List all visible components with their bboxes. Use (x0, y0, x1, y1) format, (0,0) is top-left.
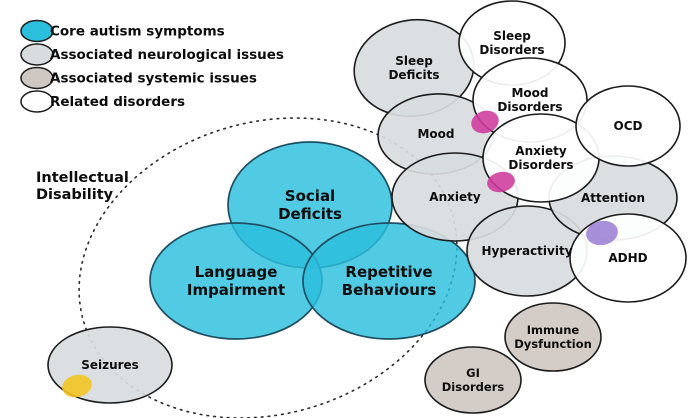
label-line-1: Sleep (493, 28, 531, 42)
label-line-1: Sleep (395, 53, 433, 67)
label-line-1: Language (195, 263, 278, 281)
label-line-1: Social (285, 187, 335, 205)
ellipse-ocd[interactable] (575, 85, 681, 167)
legend-item-label: Associated systemic issues (50, 71, 257, 87)
label-line-1: GI (466, 366, 480, 380)
label-line-1: Repetitive (345, 263, 432, 281)
magenta-overlap-marker (487, 171, 515, 193)
label-mood: Mood (417, 127, 454, 141)
label-line-2: Dysfunction (514, 336, 592, 350)
free-label-line-1: Intellectual (36, 170, 129, 186)
label-line-1: Attention (581, 191, 645, 205)
legend-item-2[interactable]: Associated systemic issues (20, 66, 257, 90)
ellipse-immune-dysfunction[interactable] (504, 302, 602, 372)
overlap-markers-layer (62, 110, 618, 398)
magenta-overlap-marker (471, 110, 499, 134)
label-line-1: Anxiety (429, 190, 481, 204)
label-line-1: ADHD (608, 251, 647, 265)
ellipse-nodes-layer (47, 0, 687, 414)
label-line-2: Deficits (278, 204, 342, 222)
label-line-2: Impairment (187, 280, 285, 298)
label-line-2: Disorders (497, 100, 562, 114)
label-anxiety: Anxiety (429, 190, 481, 204)
label-line-1: Hyperactivity (481, 244, 572, 258)
legend-item-label: Core autism symptoms (50, 24, 225, 40)
label-line-2: Behaviours (342, 280, 437, 298)
label-line-1: Mood (511, 85, 548, 99)
label-line-1: Anxiety (515, 143, 567, 157)
legend-item-label: Associated neurological issues (50, 47, 284, 63)
label-line-2: Deficits (388, 68, 439, 82)
label-line-1: Seizures (81, 358, 139, 372)
ellipse-swatch-icon (20, 19, 54, 43)
label-seizures: Seizures (81, 358, 139, 372)
legend-item-0[interactable]: Core autism symptoms (20, 19, 225, 43)
label-line-2: Disorders (508, 158, 573, 172)
label-hyperactivity: Hyperactivity (481, 244, 572, 258)
free-label-line-2: Disability (36, 187, 114, 203)
ellipse-swatch-icon (20, 66, 54, 90)
label-line-2: Disorders (479, 43, 544, 57)
legend-item-label: Related disorders (50, 94, 185, 110)
yellow-overlap-marker (62, 374, 92, 398)
label-ocd: OCD (614, 119, 643, 133)
label-line-1: OCD (614, 119, 643, 133)
legend-item-3[interactable]: Related disorders (20, 90, 185, 113)
label-attention: Attention (581, 191, 645, 205)
label-adhd: ADHD (608, 251, 647, 265)
legend-item-1[interactable]: Associated neurological issues (20, 43, 284, 66)
ellipse-swatch-icon (20, 90, 54, 113)
ellipse-repetitive-behaviours[interactable] (302, 222, 476, 340)
label-line-2: Disorders (442, 379, 505, 393)
purple-overlap-marker (586, 220, 618, 246)
ellipse-swatch-icon (20, 43, 54, 66)
label-line-1: Immune (527, 323, 580, 337)
label-line-1: Mood (417, 127, 454, 141)
ellipse-gi-disorders[interactable] (424, 346, 522, 414)
